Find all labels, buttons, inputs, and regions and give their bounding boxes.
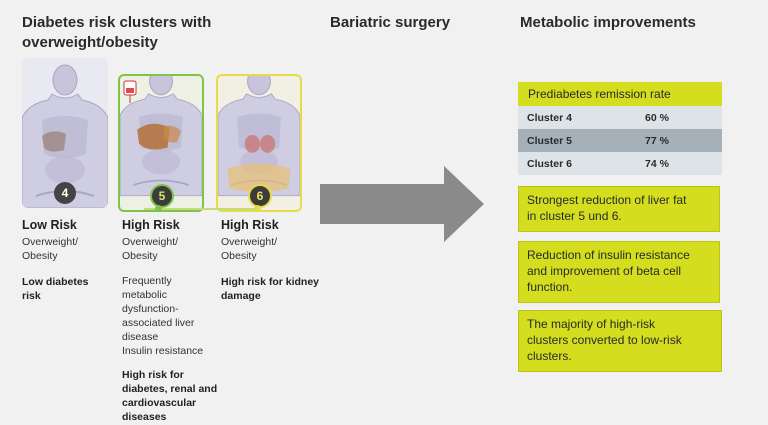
- cluster-5-details: Frequently metabolic dysfunction- associ…: [122, 274, 220, 358]
- human-torso-anatomy-icon: [120, 76, 202, 197]
- cluster-4-risk: Low Risk: [22, 218, 77, 232]
- connector-dot-6: [254, 205, 261, 212]
- finding-line: clusters converted to low-risk: [527, 333, 682, 347]
- cluster-5-risk-note-line: High risk for: [122, 369, 184, 381]
- finding-line: function.: [527, 280, 573, 294]
- surgery-heading: Bariatric surgery: [330, 14, 451, 31]
- table-row: Cluster 5 77 %: [518, 129, 722, 152]
- finding-line: in cluster 5 und 6.: [527, 209, 622, 223]
- remission-table: Prediabetes remission rate Cluster 4 60 …: [518, 82, 722, 175]
- table-row: Cluster 6 74 %: [518, 152, 722, 175]
- human-torso-anatomy-icon: [22, 64, 108, 208]
- cluster-6-badge: 6: [248, 184, 272, 208]
- cluster-4-risk-note-line2: risk: [22, 290, 41, 302]
- right-arrow-icon: [320, 166, 484, 242]
- finding-line: and improvement of beta cell: [527, 264, 682, 278]
- cluster-5-detail-line: disease: [122, 331, 159, 343]
- cluster-6-text: High Risk Overweight/ Obesity High risk …: [221, 218, 325, 303]
- cluster-5-risk-note-line: cardiovascular: [122, 397, 197, 409]
- clusters-heading-line1: Diabetes risk clusters with: [22, 14, 212, 31]
- human-torso-anatomy-icon: [218, 76, 300, 197]
- cluster-5-condition-line1: Overweight/: [122, 236, 179, 248]
- table-row: Cluster 4 60 %: [518, 106, 722, 129]
- table-cell-rate: 74 %: [645, 157, 669, 170]
- finding-liver-fat: Strongest reduction of liver fat in clus…: [518, 186, 720, 232]
- cluster-5-detail-line: dysfunction-: [122, 303, 179, 315]
- finding-line: The majority of high-risk: [527, 317, 656, 331]
- table-cell-rate: 60 %: [645, 111, 669, 124]
- cluster-5-risk-note-line: diabetes, renal and: [122, 383, 218, 395]
- cluster-6-risk-note-line2: damage: [221, 290, 261, 302]
- cluster-5-detail-line: Frequently: [122, 275, 172, 287]
- cluster-5-figure: 5: [118, 74, 204, 212]
- cluster-connector: [144, 208, 258, 210]
- cluster-4-condition-line1: Overweight/: [22, 236, 79, 248]
- cluster-5-detail-line: metabolic: [122, 289, 167, 301]
- cluster-5-detail-line: Insulin resistance: [122, 345, 204, 357]
- cluster-5-risk-note-line: diseases: [122, 411, 167, 423]
- finding-insulin: Reduction of insulin resistance and impr…: [518, 241, 720, 303]
- remission-table-title: Prediabetes remission rate: [518, 82, 722, 106]
- cluster-5-badge: 5: [150, 184, 174, 208]
- cluster-6-risk: High Risk: [221, 218, 279, 232]
- cluster-4-figure: 4: [22, 58, 108, 208]
- cluster-6-condition-line1: Overweight/: [221, 236, 278, 248]
- cluster-4-condition-line2: Obesity: [22, 250, 58, 262]
- cluster-5-condition-line2: Obesity: [122, 250, 158, 262]
- cluster-4-text: Low Risk Overweight/ Obesity Low diabete…: [22, 218, 116, 303]
- cluster-5-condition: Overweight/ Obesity: [122, 235, 220, 263]
- table-cell-cluster: Cluster 6: [527, 157, 572, 170]
- cluster-6-figure: 6: [216, 74, 302, 212]
- cluster-5-risk-note: High risk for diabetes, renal and cardio…: [122, 368, 220, 424]
- clusters-heading: Diabetes risk clusters with overweight/o…: [22, 13, 211, 53]
- cluster-6-risk-note-line1: High risk for kidney: [221, 276, 320, 288]
- cluster-5-risk: High Risk: [122, 218, 180, 232]
- table-cell-cluster: Cluster 5: [527, 134, 572, 147]
- iv-bag-icon: [123, 80, 137, 103]
- cluster-6-condition-line2: Obesity: [221, 250, 257, 262]
- finding-line: Strongest reduction of liver fat: [527, 193, 687, 207]
- cluster-4-risk-note: Low diabetes risk: [22, 275, 116, 303]
- cluster-5-text: High Risk Overweight/ Obesity Frequently…: [122, 218, 220, 424]
- finding-line: clusters.: [527, 349, 572, 363]
- cluster-4-risk-note-line1: Low diabetes: [22, 276, 89, 288]
- clusters-heading-line2: overweight/obesity: [22, 34, 158, 51]
- table-cell-rate: 77 %: [645, 134, 669, 147]
- finding-conversion: The majority of high-risk clusters conve…: [518, 310, 722, 372]
- connector-dot-5: [155, 205, 162, 212]
- table-cell-cluster: Cluster 4: [527, 111, 572, 124]
- cluster-6-risk-note: High risk for kidney damage: [221, 275, 325, 303]
- cluster-6-condition: Overweight/ Obesity: [221, 235, 325, 263]
- cluster-4-badge: 4: [54, 182, 76, 204]
- cluster-5-detail-line: associated liver: [122, 317, 195, 329]
- finding-line: Reduction of insulin resistance: [527, 248, 690, 262]
- cluster-4-condition: Overweight/ Obesity: [22, 235, 116, 263]
- improvements-heading: Metabolic improvements: [520, 14, 696, 31]
